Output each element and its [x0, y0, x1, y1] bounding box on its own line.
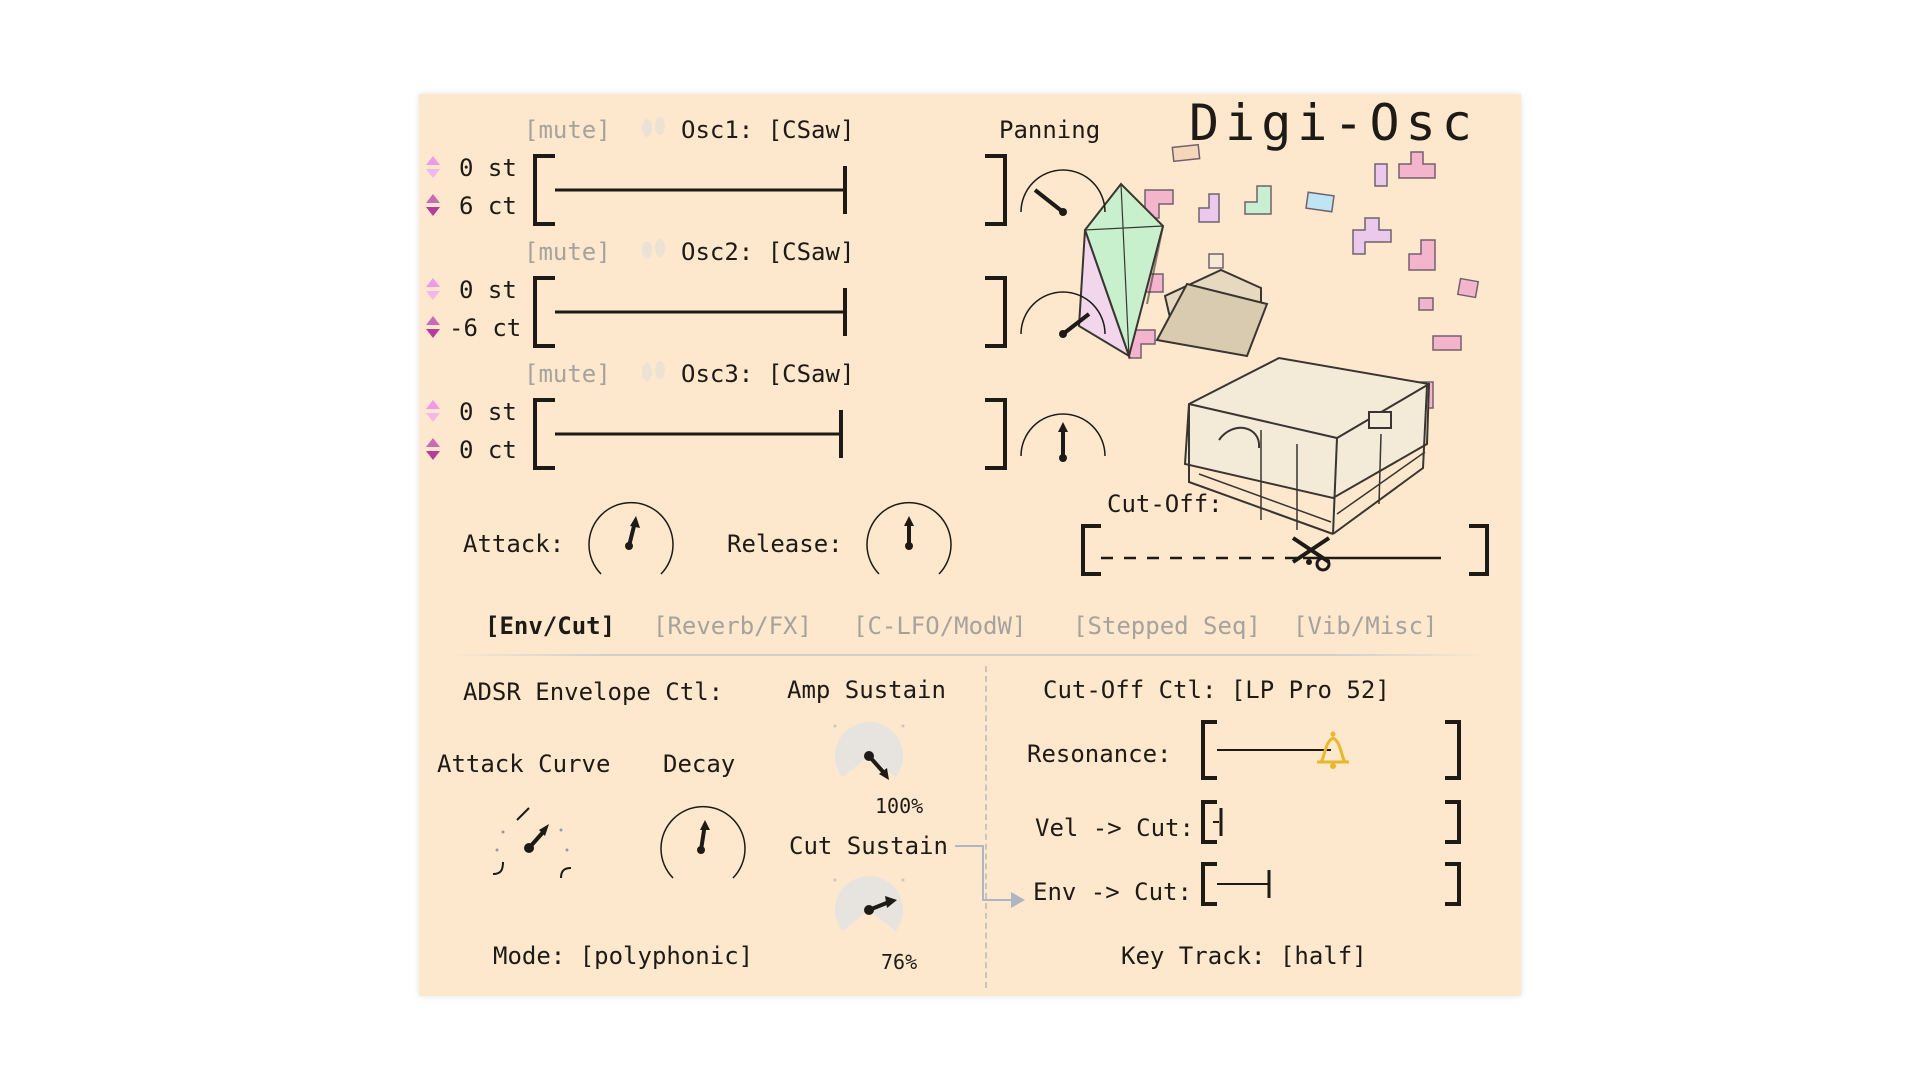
attack-label: Attack:: [463, 530, 565, 558]
cutoff-ctl-heading: Cut-Off Ctl: [LP Pro 52]: [1043, 676, 1390, 704]
tab-c-lfo-modw[interactable]: [C-LFO/ModW]: [853, 612, 1027, 640]
release-label: Release:: [727, 530, 843, 558]
bell-icon: [1317, 731, 1349, 769]
release-knob[interactable]: [861, 498, 957, 584]
osc3-cents-stepper[interactable]: [423, 436, 443, 464]
cut-sustain-routing-arrow: [955, 845, 1025, 908]
amp-sustain-label: Amp Sustain: [787, 676, 946, 704]
osc3-level-slider[interactable]: [527, 398, 1013, 470]
tab-env-cut[interactable]: [Env/Cut]: [485, 612, 616, 640]
resonance-label: Resonance:: [1027, 740, 1172, 768]
osc2-semitone-value: 0 st: [459, 276, 517, 304]
amp-sustain-value: 100%: [875, 794, 924, 818]
env-cut-label: Env -> Cut:: [1033, 878, 1192, 906]
osc3-semitone-stepper[interactable]: [423, 398, 443, 426]
tab-divider: [449, 654, 1489, 656]
osc2-name-label: Osc2: [CSaw]: [681, 238, 855, 266]
osc1-mute-button[interactable]: [mute]: [524, 116, 611, 144]
tab-reverb-fx[interactable]: [Reverb/FX]: [653, 612, 812, 640]
attack-curve-knob[interactable]: [483, 794, 583, 894]
osc1-pan-knob[interactable]: [1015, 160, 1111, 220]
synth-panel: Digi-Osc: [419, 94, 1521, 996]
attack-knob[interactable]: [583, 498, 679, 584]
scissors-icon: [1291, 536, 1331, 572]
decay-knob[interactable]: [655, 802, 751, 888]
osc1-name-label: Osc1: [CSaw]: [681, 116, 855, 144]
key-track-selector[interactable]: Key Track: [half]: [1121, 942, 1367, 970]
mode-selector[interactable]: Mode: [polyphonic]: [493, 942, 754, 970]
osc1-level-slider[interactable]: [527, 154, 1013, 226]
osc3-semitone-value: 0 st: [459, 398, 517, 426]
tab-stepped-seq[interactable]: [Stepped Seq]: [1073, 612, 1261, 640]
osc2-pan-knob[interactable]: [1015, 282, 1111, 342]
osc3-cents-value: 0 ct: [459, 436, 517, 464]
app-title: Digi-Osc: [1189, 94, 1478, 152]
vel-cut-label: Vel -> Cut:: [1035, 814, 1194, 842]
section-divider: [985, 666, 987, 988]
osc1-cents-value: 6 ct: [459, 192, 517, 220]
osc3-mute-button[interactable]: [mute]: [524, 360, 611, 388]
treasure-chest-illustration: [1077, 143, 1480, 535]
cut-sustain-knob[interactable]: [829, 874, 909, 952]
cut-sustain-value: 76%: [881, 950, 918, 974]
vel-cut-slider[interactable]: [1197, 798, 1467, 846]
tab-vib-misc[interactable]: [Vib/Misc]: [1293, 612, 1438, 640]
osc2-cents-stepper[interactable]: [423, 314, 443, 342]
osc2-level-slider[interactable]: [527, 276, 1013, 348]
envelope-heading: ADSR Envelope Ctl:: [463, 678, 724, 706]
osc1-cents-stepper[interactable]: [423, 192, 443, 220]
osc2-cents-value: -6 ct: [449, 314, 522, 342]
decay-label: Decay: [663, 750, 736, 778]
osc2-semitone-stepper[interactable]: [423, 276, 443, 304]
amp-sustain-knob[interactable]: [829, 720, 909, 798]
footprint-icon: [642, 117, 665, 137]
cut-sustain-label: Cut Sustain: [789, 832, 948, 860]
osc1-semitone-value: 0 st: [459, 154, 517, 182]
attack-curve-label: Attack Curve: [437, 750, 611, 778]
osc3-name-label: Osc3: [CSaw]: [681, 360, 855, 388]
cutoff-label: Cut-Off:: [1107, 490, 1223, 518]
osc2-mute-button[interactable]: [mute]: [524, 238, 611, 266]
osc1-semitone-stepper[interactable]: [423, 154, 443, 182]
resonance-slider[interactable]: [1197, 718, 1467, 782]
env-cut-slider[interactable]: [1197, 860, 1467, 908]
panning-label: Panning: [999, 116, 1101, 144]
cutoff-slider[interactable]: [1077, 522, 1497, 582]
osc3-pan-knob[interactable]: [1015, 404, 1111, 464]
footprint-icon: [642, 361, 665, 381]
footprint-icon: [642, 239, 665, 259]
